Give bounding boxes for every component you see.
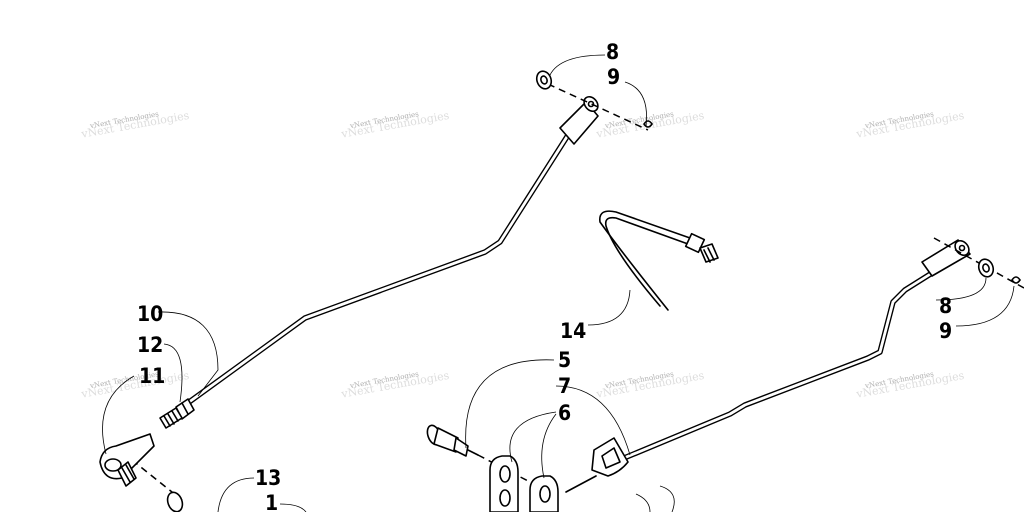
- ball-joint: [99, 433, 155, 487]
- pivot-pin: [426, 424, 531, 483]
- right-clevis: [921, 239, 971, 277]
- threaded-rod-end: [159, 407, 183, 429]
- upper-clevis: [559, 95, 599, 145]
- callout-9-upper: 9: [607, 65, 620, 89]
- right-cotter-pin: [1011, 276, 1021, 284]
- upper-washer: [535, 70, 553, 90]
- callout-6: 6: [558, 401, 571, 425]
- left-shift-rod: [182, 129, 573, 408]
- callout-11: 11: [139, 364, 165, 388]
- leader-lines: [102, 54, 1015, 512]
- callout-12: 12: [137, 333, 163, 357]
- rod-stub: [565, 475, 597, 493]
- right-shift-rod: [597, 265, 943, 471]
- callout-14: 14: [560, 319, 586, 343]
- upper-pin-axis: [547, 83, 649, 131]
- lower-washer: [166, 491, 184, 512]
- callout-10: 10: [137, 302, 163, 326]
- callout-labels: 8 9 10 12 11 14 5 7 6 8 9 13 1: [137, 40, 952, 512]
- grommet: [591, 437, 629, 477]
- callout-8-right: 8: [939, 294, 952, 318]
- right-washer: [977, 258, 995, 278]
- callout-1: 1: [265, 491, 278, 512]
- callout-9-right: 9: [939, 319, 952, 343]
- callout-7: 7: [558, 374, 571, 398]
- bracket-left: [489, 455, 519, 512]
- callout-8-upper: 8: [606, 40, 619, 64]
- cable-tie: [599, 210, 719, 311]
- bracket-right: [529, 475, 559, 512]
- callout-13: 13: [255, 466, 281, 490]
- callout-5: 5: [558, 348, 571, 372]
